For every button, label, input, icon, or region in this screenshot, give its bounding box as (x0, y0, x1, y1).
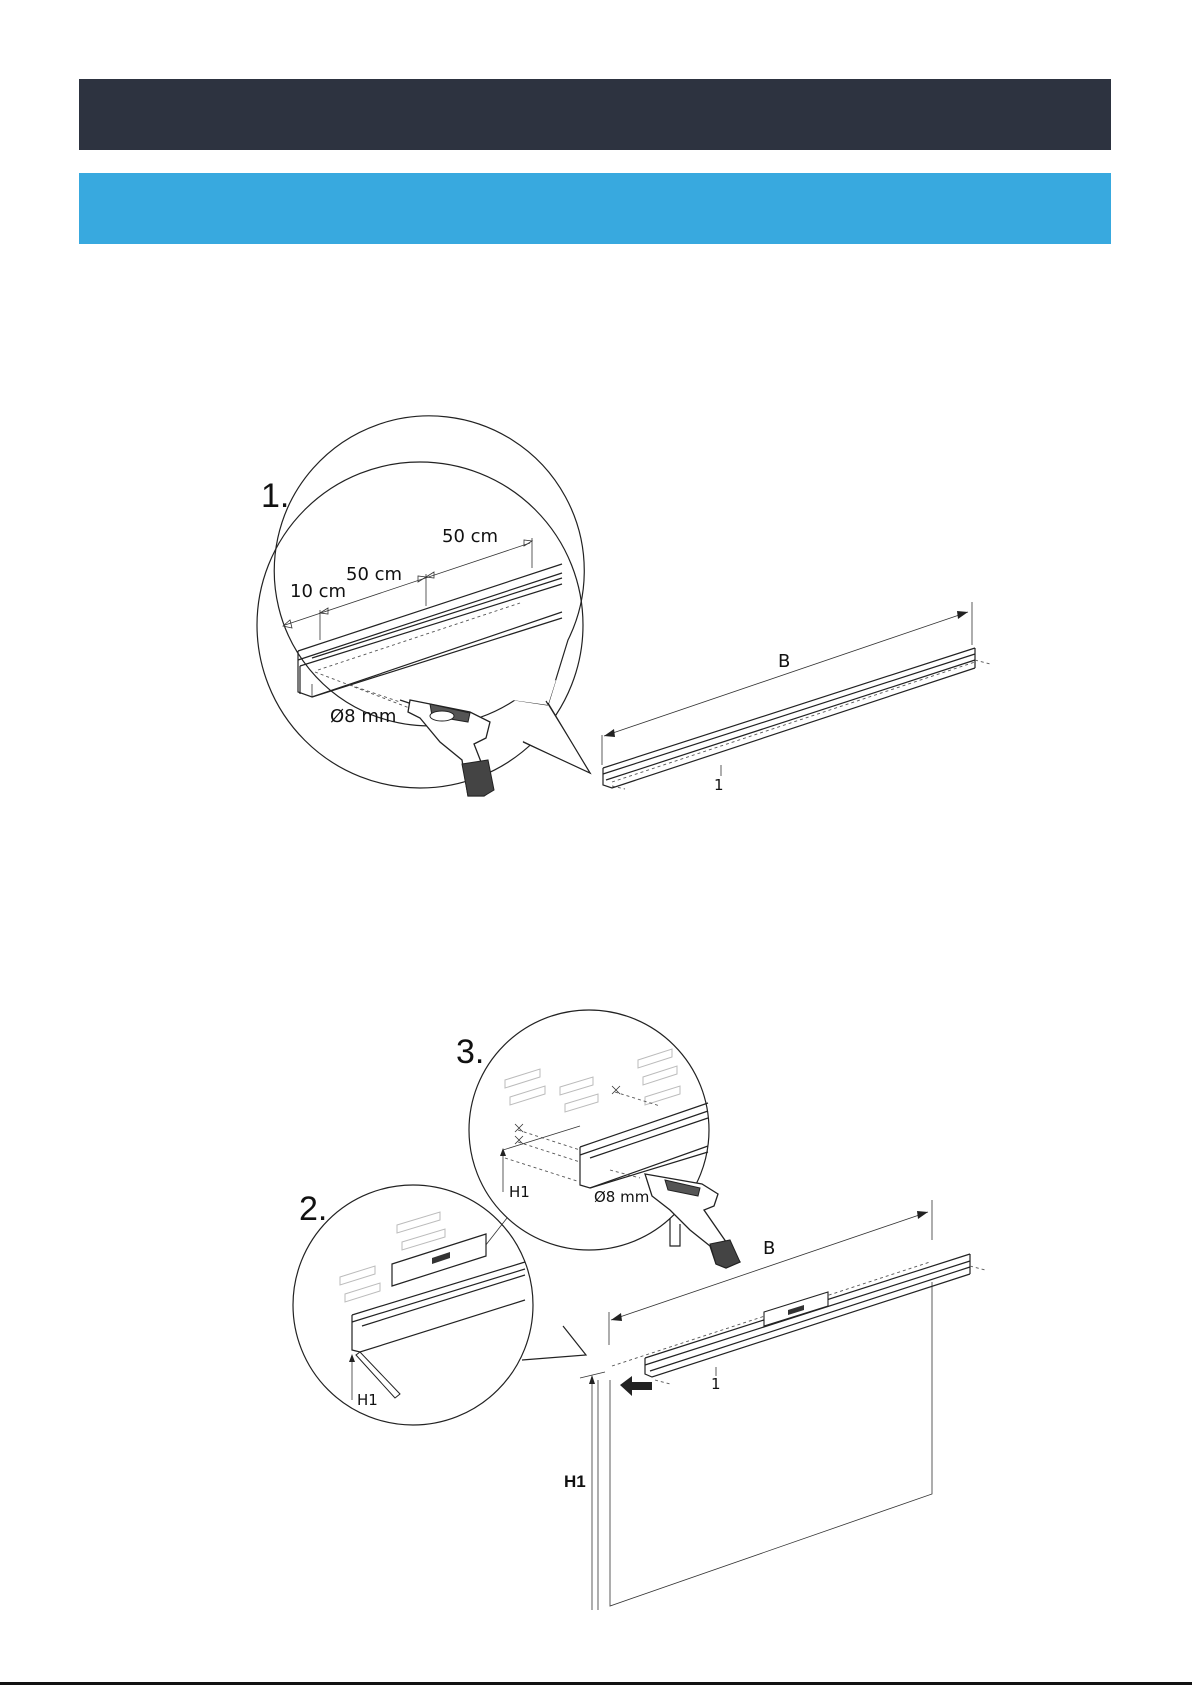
width-label-1: B (778, 651, 790, 672)
step-number-2: 2. (299, 1190, 327, 1228)
part-number-1: 1 (714, 776, 724, 794)
step-number-3: 3. (456, 1033, 484, 1071)
drill-icon-3 (610, 1170, 740, 1268)
wall-panel (580, 1282, 932, 1606)
dim-10cm: 10 cm (290, 581, 346, 602)
detail-circle-2 (293, 1185, 533, 1425)
width-label-2: B (763, 1238, 775, 1259)
rail-detail-2 (349, 1262, 525, 1400)
figure-1: 1. 10 cm 50 cm 50 cm Ø8 mm (257, 416, 990, 796)
h1-detail-2: H1 (357, 1391, 378, 1409)
push-arrow-icon (620, 1376, 652, 1396)
drill-size-3: Ø8 mm (594, 1188, 649, 1206)
wall-bricks-3 (505, 1049, 680, 1112)
dim-50cm-a: 50 cm (346, 564, 402, 585)
rail-main-1 (602, 602, 990, 789)
dim-50cm-b: 50 cm (442, 526, 498, 547)
h1-dimension-main (589, 1375, 598, 1610)
step-number-1: 1. (261, 477, 289, 515)
part-number-2: 1 (711, 1375, 721, 1393)
rail-detail-3 (500, 1086, 708, 1192)
h1-detail-3: H1 (509, 1183, 530, 1201)
drill-size-1: Ø8 mm (330, 706, 396, 727)
h1-main-label: H1 (564, 1472, 586, 1491)
drill-icon (350, 685, 494, 796)
rail-main-2 (609, 1200, 985, 1384)
figure-2: 3. H1 Ø8 mm 2. H1 (293, 1010, 985, 1610)
